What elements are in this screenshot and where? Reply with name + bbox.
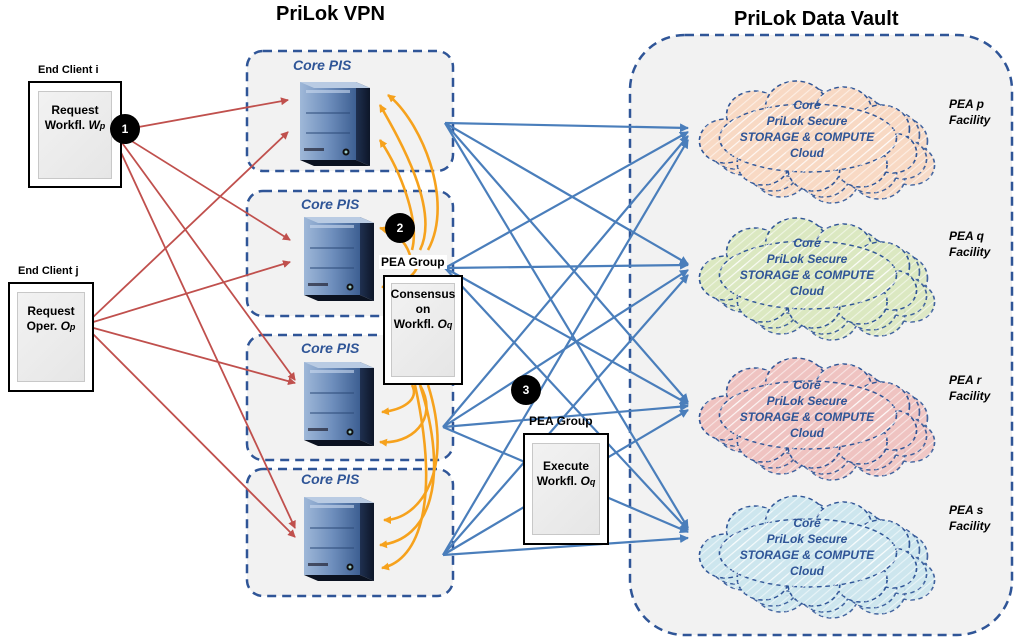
execute-line2: Workfl. Oq	[536, 474, 596, 488]
client-i-request-line1: Request	[51, 103, 99, 117]
client-j-request-line1: Request	[27, 304, 75, 318]
server-icon	[300, 82, 370, 166]
vault-connection-arrows	[442, 121, 689, 557]
pea-group-consensus-label: PEA Group	[379, 255, 447, 269]
core-pis-label: Core PIS	[293, 57, 352, 73]
consensus-line2: on	[415, 302, 431, 316]
pea-group-execute-card: Execute Workfl. Oq	[523, 433, 609, 545]
core-pis-label: Core PIS	[301, 196, 360, 212]
client-j-title: End Client j	[18, 265, 79, 277]
client-i-request-line2: Workfl. Wp	[44, 118, 106, 132]
client-j-request-line2: Oper. Op	[26, 319, 76, 333]
step-2-badge: 2	[385, 213, 415, 243]
server-icon	[304, 497, 374, 581]
client-i-title: End Client i	[38, 64, 99, 76]
client-request-arrows	[89, 97, 296, 538]
vpn-title: PriLok VPN	[276, 3, 385, 25]
step-3-badge: 3	[511, 375, 541, 405]
client-i-request-card: Request Workfl. Wp	[28, 81, 122, 188]
consensus-line3: Workfl. Oq	[393, 317, 453, 331]
server-icon	[304, 362, 374, 446]
core-pis-label: Core PIS	[301, 471, 360, 487]
execute-line1: Execute	[542, 459, 590, 473]
data-vault-title: PriLok Data Vault	[734, 8, 899, 30]
client-j-request-card: Request Oper. Op	[8, 282, 94, 392]
pea-group-execute-label: PEA Group	[529, 414, 593, 428]
server-icon	[304, 217, 374, 301]
pea-group-consensus-card: Consensus on Workfl. Oq	[383, 275, 463, 385]
consensus-line1: Consensus	[390, 287, 456, 301]
core-pis-label: Core PIS	[301, 340, 360, 356]
step-1-badge: 1	[110, 114, 140, 144]
